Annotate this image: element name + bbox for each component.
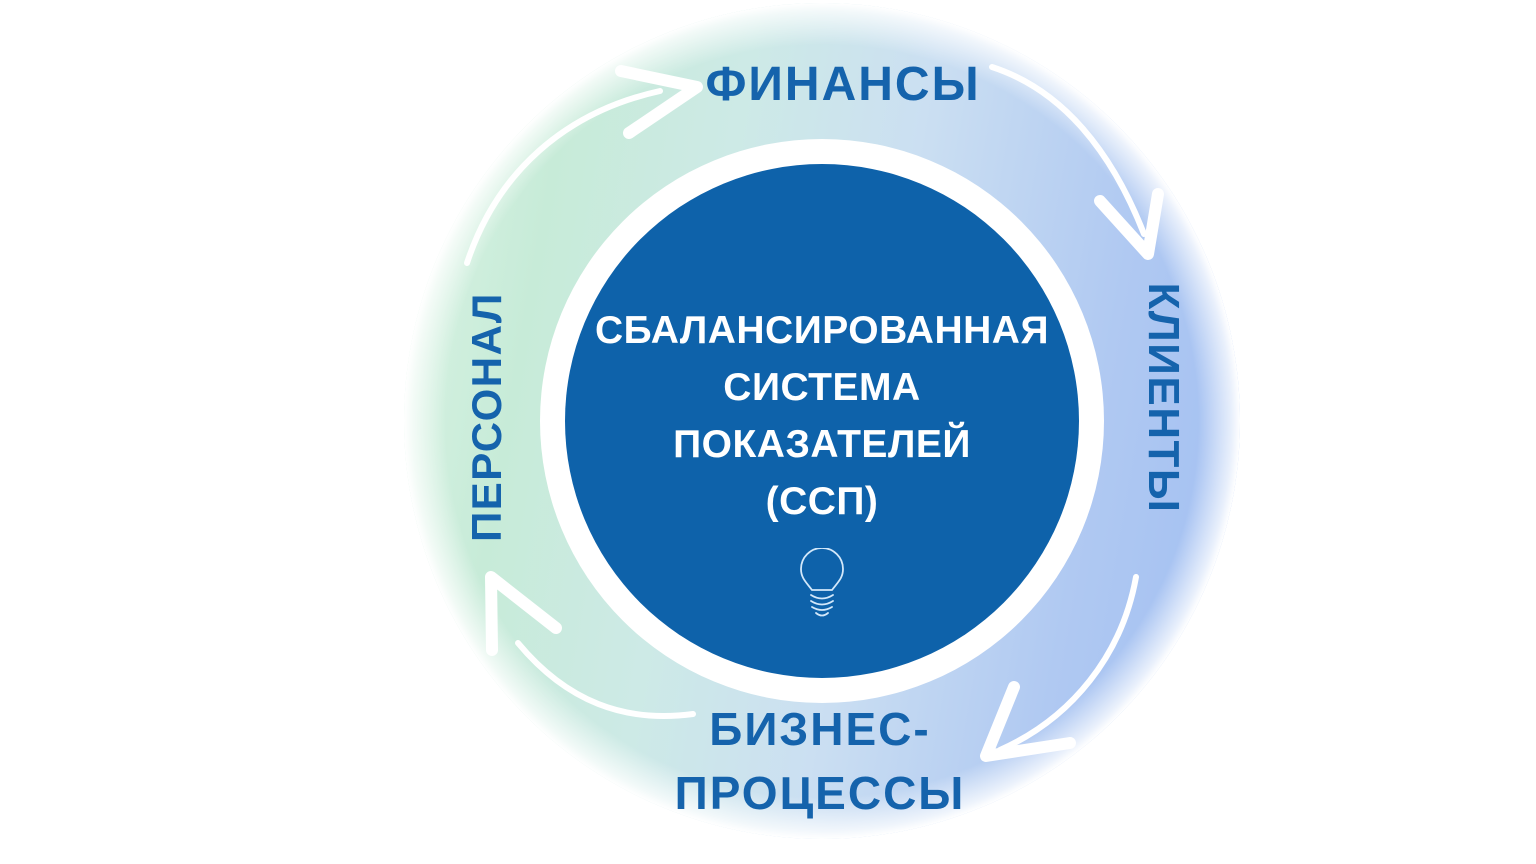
center-circle: СБАЛАНСИРОВАННАЯ СИСТЕМА ПОКАЗАТЕЛЕЙ (СС… [565,164,1079,678]
label-business-processes-line1: БИЗНЕС- [709,703,931,755]
center-title: СБАЛАНСИРОВАННАЯ СИСТЕМА ПОКАЗАТЕЛЕЙ (СС… [565,302,1079,530]
label-business-processes-line2: ПРОЦЕССЫ [674,767,966,819]
label-business-processes: БИЗНЕС- ПРОЦЕССЫ [675,697,966,825]
label-personnel: ПЕРСОНАЛ [463,292,510,542]
center-title-line3: ПОКАЗАТЕЛЕЙ [673,423,971,466]
center-title-line1: СБАЛАНСИРОВАННАЯ [595,309,1049,352]
label-finance: ФИНАНСЫ [705,58,981,111]
center-title-line2: СИСТЕМА [723,366,921,409]
label-clients: КЛИЕНТЫ [1139,282,1188,514]
lightbulb-icon [800,548,844,617]
center-title-line4: (ССП) [765,480,879,523]
